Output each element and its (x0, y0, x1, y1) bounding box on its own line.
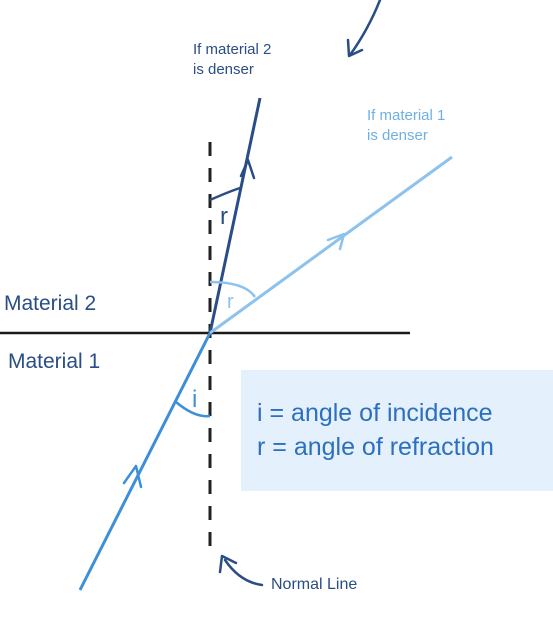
incident-ray (78, 332, 212, 591)
label-material-1: Material 1 (8, 350, 101, 373)
angle-i-label: i (192, 386, 197, 413)
angle-arc-refraction-dark (209, 186, 241, 202)
normal-pointer-arrowhead (218, 554, 238, 574)
pointer-arrow-head (346, 38, 364, 58)
refracted-ray-dense-2-arrowhead (239, 158, 256, 180)
refracted-ray-dense-1-arrowhead (326, 232, 346, 251)
label-material-2: Material 2 (4, 292, 97, 315)
legend-incidence: i = angle of incidence (257, 399, 493, 427)
note-material-1-denser: If material 1 is denser (367, 107, 446, 144)
refracted-ray-dense-1 (209, 155, 453, 335)
legend-refraction: r = angle of refraction (257, 433, 494, 461)
label-normal-line: Normal Line (271, 576, 358, 593)
note-material-2-denser: If material 2 is denser (193, 41, 272, 78)
pointer-arrow (348, 0, 382, 57)
angle-r-light-label: r (227, 291, 234, 313)
angle-arc-refraction-light (209, 280, 257, 298)
angle-r-dark-label: r (220, 203, 228, 230)
refracted-ray-dense-2 (208, 97, 262, 334)
legend-box: i = angle of incidence r = angle of refr… (241, 370, 553, 491)
normal-pointer-arrow (223, 558, 264, 587)
angle-arc-incidence (175, 401, 211, 418)
incident-ray-arrowhead (122, 464, 143, 489)
